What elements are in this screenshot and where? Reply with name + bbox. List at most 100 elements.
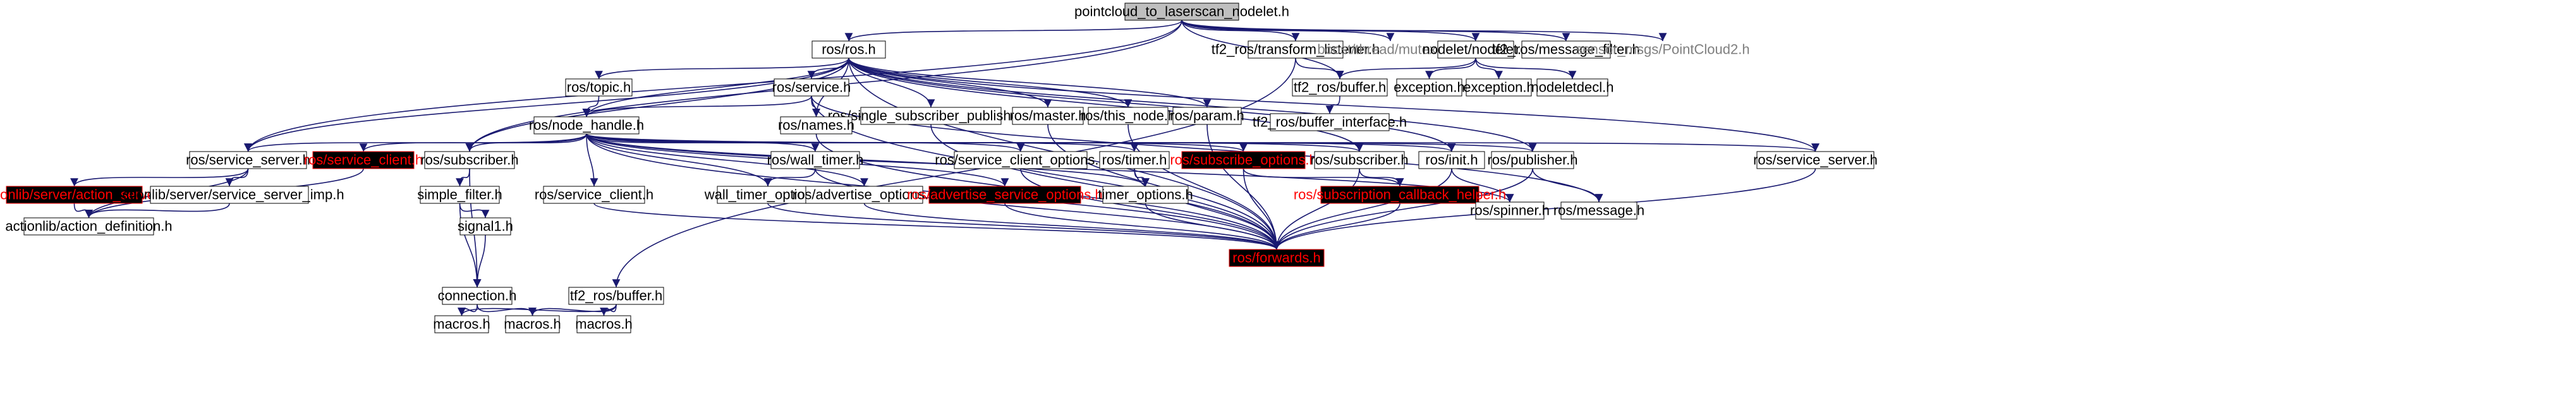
node-root[interactable]: pointcloud_to_laserscan_nodelet.h xyxy=(1074,3,1289,21)
node-label: tf2_ros/buffer_interface.h xyxy=(1253,114,1407,130)
node-label: ros/param.h xyxy=(1170,108,1244,124)
node-ros-master[interactable]: ros/master.h xyxy=(1009,107,1086,125)
node-tf2-mf[interactable]: tf2_ros/message_filter.h xyxy=(1492,40,1640,59)
edge-ros_wall_timer-to-wall_timer_opts xyxy=(763,168,816,187)
node-ros-wall-timer[interactable]: ros/wall_timer.h xyxy=(767,151,864,169)
node-ros-sub-mid[interactable]: ros/subscriber.h xyxy=(1310,151,1409,169)
edge-root-to-tf2_tl xyxy=(1181,20,1300,42)
node-ros-forwards[interactable]: ros/forwards.h xyxy=(1229,249,1325,267)
node-label: ros/service_client_options.h xyxy=(935,152,1106,168)
node-label: exception.h xyxy=(1463,80,1534,95)
node-simple-filter[interactable]: simple_filter.h xyxy=(417,186,502,204)
node-ros-adv-opts[interactable]: ros/advertise_options.h xyxy=(793,186,936,204)
node-ros-sub-top[interactable]: ros/subscriber.h xyxy=(420,151,519,169)
edge-root-to-ros_ss_srv xyxy=(244,20,1182,152)
node-nodelet-h[interactable]: nodelet/nodelet.h xyxy=(1423,40,1529,59)
edge-ros_nh-to-wall_timer_opts xyxy=(586,133,772,187)
node-label: macros.h xyxy=(504,316,561,332)
node-al-ad[interactable]: actionlib/action_definition.h xyxy=(5,217,173,236)
edge-ros_adv_srv_opts-to-ros_forwards xyxy=(1004,203,1281,250)
edge-ros_nh-to-ros_sub_top xyxy=(465,133,587,152)
node-exception-b[interactable]: exception.h xyxy=(1463,78,1534,97)
node-nodeletdecl[interactable]: nodeletdecl.h xyxy=(1531,78,1614,97)
edge-ros_sc_plain-to-ros_forwards xyxy=(593,203,1281,250)
node-ros-param[interactable]: ros/param.h xyxy=(1170,107,1244,125)
node-label: ros/service_server.h xyxy=(186,152,310,168)
node-label: connection.h xyxy=(438,288,517,304)
edge-tf2_buffer_top-to-tf2_bi xyxy=(1325,95,1340,114)
node-label: ros/subscriber.h xyxy=(1310,152,1408,168)
edge-ros_nh-to-ros_ss_right xyxy=(586,133,1820,152)
node-connection[interactable]: connection.h xyxy=(438,287,517,305)
node-label: macros.h xyxy=(433,316,490,332)
node-label: ros/service_client.h xyxy=(535,187,653,203)
node-ros-nh[interactable]: ros/node_handle.h xyxy=(529,116,644,135)
node-timer-opts[interactable]: timer_options.h xyxy=(1098,186,1193,204)
edge-root-to-sensor_pc2 xyxy=(1181,20,1667,42)
node-ros-this-node[interactable]: ros/this_node.h xyxy=(1081,107,1176,125)
node-al-ssi[interactable]: actionlib/server/service_server_imp.h xyxy=(114,186,344,204)
node-label: tf2_ros/transform_listener.h xyxy=(1212,42,1380,57)
node-ros-sco[interactable]: ros/service_client_options.h xyxy=(935,151,1107,169)
node-ros-ss-right[interactable]: ros/service_server.h xyxy=(1753,151,1878,169)
node-ros-sch[interactable]: ros/subscription_callback_helper.h xyxy=(1294,186,1506,204)
node-ros-sub-opts[interactable]: ros/subscribe_options.h xyxy=(1170,151,1317,169)
node-label: macros.h xyxy=(575,316,632,332)
edge-ros_h-to-ros_master xyxy=(848,57,1052,108)
node-ros-ss-srv[interactable]: ros/service_server.h xyxy=(186,151,310,169)
edge-ros_service-to-ros_nh xyxy=(582,95,812,117)
node-label: ros/init.h xyxy=(1425,152,1478,168)
node-label: tf2_ros/message_filter.h xyxy=(1492,42,1640,57)
node-ros-service[interactable]: ros/service.h xyxy=(772,78,851,97)
node-label: tf2_ros/buffer.h xyxy=(1294,80,1386,95)
edge-ros_sco-to-ros_forwards xyxy=(1020,168,1281,250)
node-ros-publisher[interactable]: ros/publisher.h xyxy=(1487,151,1578,169)
node-label: ros/this_node.h xyxy=(1081,108,1176,124)
node-label: ros/publisher.h xyxy=(1487,152,1577,168)
edge-nodelet_h-to-exception_b xyxy=(1475,57,1503,80)
edge-tf2_buffer_bot-to-macros_c xyxy=(600,304,617,316)
node-macros-a[interactable]: macros.h xyxy=(433,315,490,333)
node-ros-ssp[interactable]: ros/single_subscriber_publisher.h xyxy=(828,107,1035,125)
node-label: ros/subscriber.h xyxy=(420,152,518,168)
node-ros-names[interactable]: ros/names.h xyxy=(778,116,854,135)
edge-ros_ss_srv-to-al_as xyxy=(70,168,249,187)
edge-ros_this_node-to-ros_forwards xyxy=(1127,124,1281,250)
node-ros-init[interactable]: ros/init.h xyxy=(1418,151,1485,169)
node-ros-timer[interactable]: ros/timer.h xyxy=(1099,151,1170,169)
node-label: ros/wall_timer.h xyxy=(767,152,864,168)
node-label: ros/message.h xyxy=(1553,203,1644,218)
node-macros-c[interactable]: macros.h xyxy=(575,315,633,333)
node-label: sensor_msgs/PointCloud2.h xyxy=(1576,42,1749,57)
edge-ros_publisher-to-ros_message xyxy=(1532,168,1603,203)
node-ros-sc-plain[interactable]: ros/service_client.h xyxy=(535,186,653,204)
node-ros-h[interactable]: ros/ros.h xyxy=(811,40,886,59)
node-exception-a[interactable]: exception.h xyxy=(1394,78,1465,97)
edge-nodelet_h-to-nodeletdecl xyxy=(1475,57,1577,80)
node-ros-adv-srv-opts[interactable]: ros/advertise_service_options.h xyxy=(907,186,1103,204)
node-ros-sc-red[interactable]: ros/service_client.h xyxy=(304,151,423,169)
node-ros-topic[interactable]: ros/topic.h xyxy=(565,78,633,97)
edge-simple_filter-to-signal1 xyxy=(459,203,490,218)
node-tf2-buffer-top[interactable]: tf2_ros/buffer.h xyxy=(1292,78,1388,97)
node-label: ros/advertise_options.h xyxy=(793,187,936,203)
node-ros-message[interactable]: ros/message.h xyxy=(1553,201,1644,220)
edge-ros_h-to-ros_param xyxy=(848,57,1212,108)
node-signal1[interactable]: signal1.h xyxy=(458,217,513,236)
node-label: ros/single_subscriber_publisher.h xyxy=(828,108,1035,124)
node-tf2-bi[interactable]: tf2_ros/buffer_interface.h xyxy=(1253,113,1407,131)
node-ros-spinner[interactable]: ros/spinner.h xyxy=(1470,201,1550,220)
node-tf2-buffer-bot[interactable]: tf2_ros/buffer.h xyxy=(568,287,664,305)
nodes-layer: pointcloud_to_laserscan_nodelet.h ros/ros… xyxy=(0,3,1878,333)
node-macros-b[interactable]: macros.h xyxy=(504,315,561,333)
edge-ros_h-to-ros_ss_srv xyxy=(244,57,849,152)
node-label: ros/master.h xyxy=(1009,108,1086,124)
node-tf2-tl[interactable]: tf2_ros/transform_listener.h xyxy=(1212,40,1380,59)
node-label: tf2_ros/buffer.h xyxy=(570,288,662,304)
edge-ros_h-to-ros_init xyxy=(848,57,1456,152)
node-al-as[interactable]: actionlib/server/action_server.h xyxy=(0,186,170,204)
node-label: signal1.h xyxy=(458,218,513,234)
edge-al_as-to-al_ad xyxy=(73,203,93,218)
edge-nodelet_h-to-tf2_buffer_top xyxy=(1335,57,1476,80)
